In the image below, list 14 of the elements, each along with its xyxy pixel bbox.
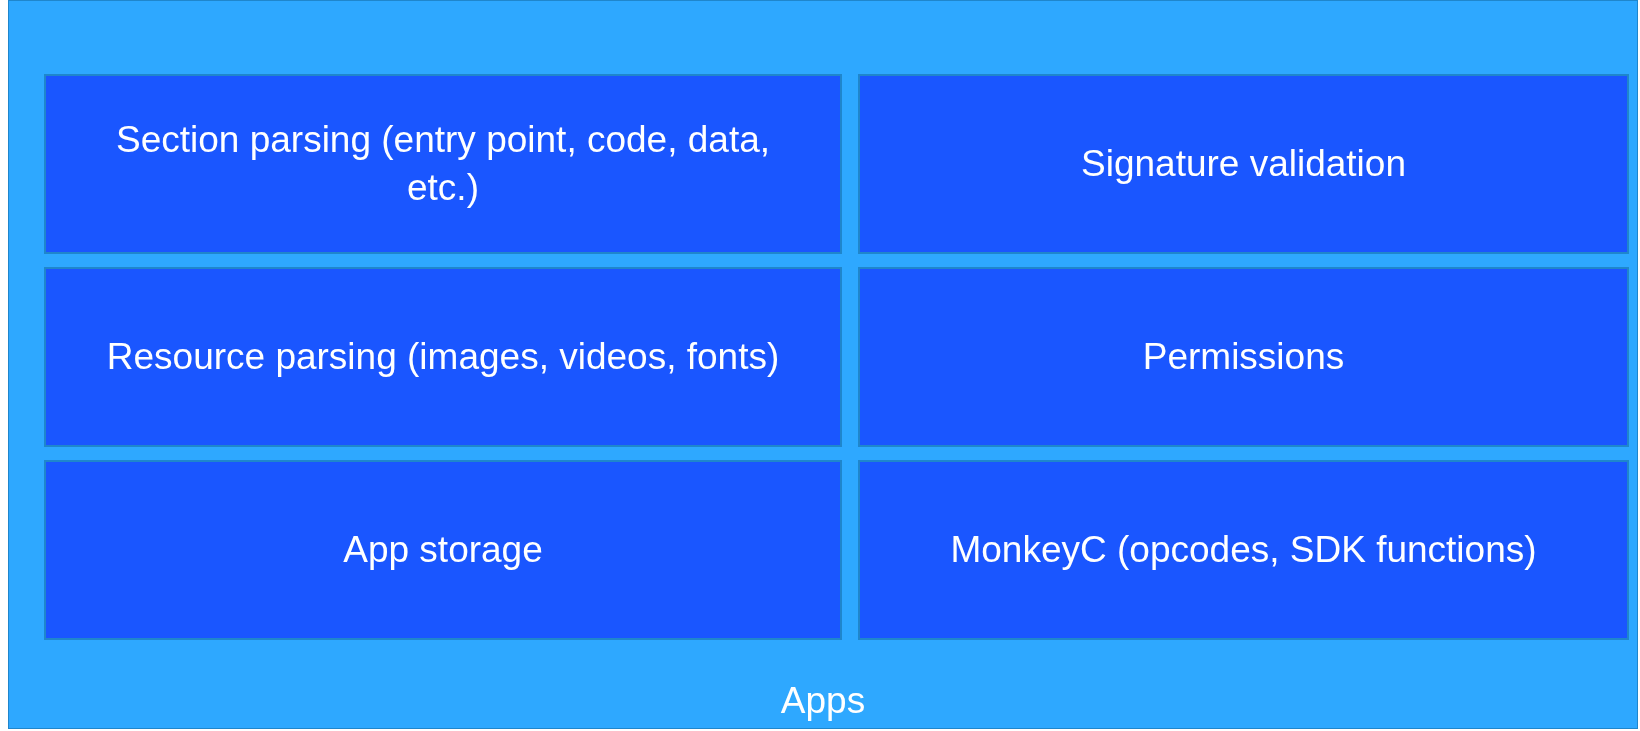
component-box <box>44 460 842 640</box>
component-box <box>44 267 842 447</box>
component-box <box>858 460 1629 640</box>
component-box <box>44 74 842 254</box>
box-label: Section parsing (entry point, code, data, etc.) <box>114 117 772 210</box>
box-label: App storage <box>343 527 543 572</box>
component-box <box>858 267 1629 447</box>
component-box <box>858 74 1629 254</box>
panel-label: Apps <box>779 680 867 722</box>
box-label: MonkeyC (opcodes, SDK functions) <box>950 527 1537 572</box>
box-label: Permissions <box>1142 334 1345 379</box>
container-panel <box>8 0 1638 729</box>
box-label: Signature validation <box>1081 141 1406 186</box>
box-label: Resource parsing (images, videos, fonts) <box>106 334 780 379</box>
